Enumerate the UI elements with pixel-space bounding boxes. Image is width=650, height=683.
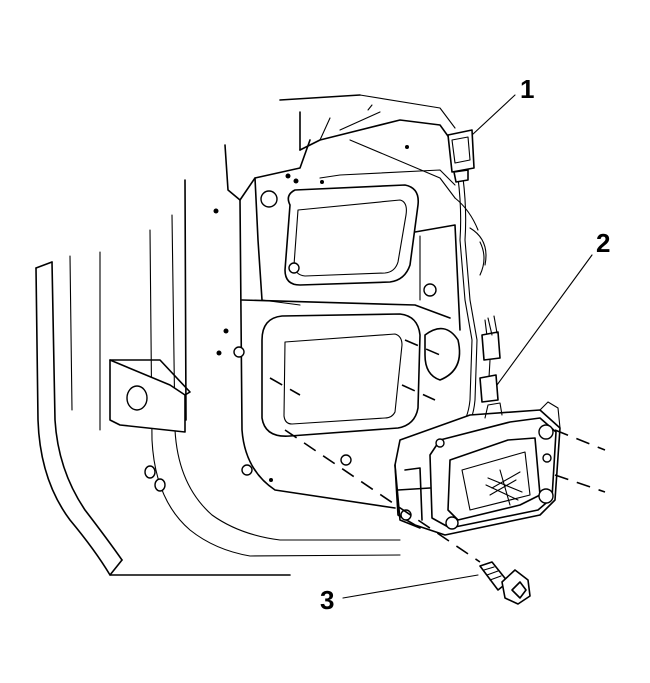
alignment-dashes [284,429,606,563]
callout-leaders [342,94,593,599]
mounting-bolt [479,561,531,605]
callout-3-label: 3 [320,585,334,615]
inner-door-panel [213,94,487,509]
harness-connector [447,129,475,183]
callout-2-label: 2 [596,228,610,258]
door-module [394,401,561,536]
inline-connector [479,315,501,403]
hinge-bracket [109,359,191,492]
callout-1-label: 1 [520,74,534,104]
door-frame-outline [35,179,401,576]
